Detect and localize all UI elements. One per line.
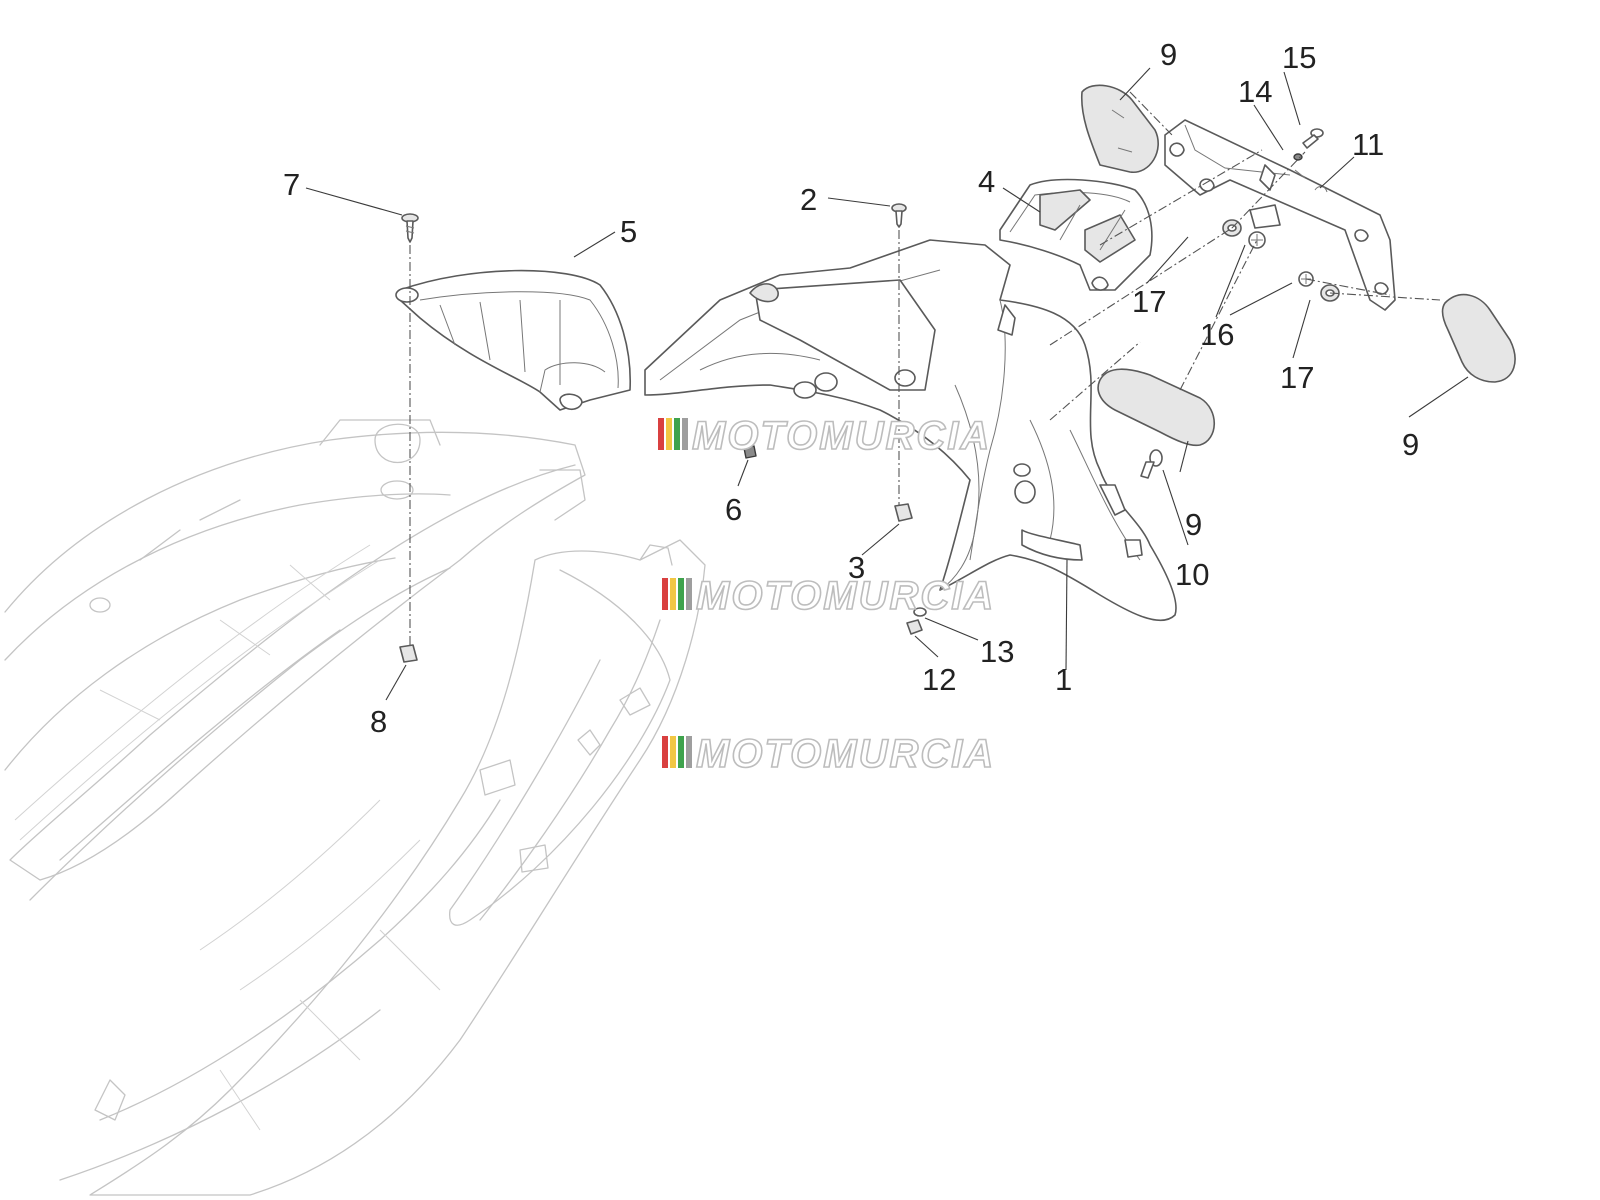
callout-9-lower: 9 xyxy=(1185,507,1202,542)
assembly-lines xyxy=(409,91,1441,645)
callout-7: 7 xyxy=(283,167,300,202)
callout-8: 8 xyxy=(370,704,387,739)
callout-11: 11 xyxy=(1352,127,1384,162)
part-16-nut-a xyxy=(1248,231,1266,249)
callout-17-right: 17 xyxy=(1280,360,1314,395)
callout-6: 6 xyxy=(725,492,742,527)
callout-12: 12 xyxy=(922,662,956,697)
part-5-rear-cover xyxy=(395,269,632,411)
callout-5: 5 xyxy=(620,214,637,249)
part-1-mudguard xyxy=(644,239,1177,621)
callout-9-right: 9 xyxy=(1402,427,1419,462)
leader-lines xyxy=(305,67,1469,701)
callout-2: 2 xyxy=(800,182,817,217)
part-9-reflector-top xyxy=(1080,84,1159,173)
part-4-reflector-housing xyxy=(999,178,1153,291)
callout-3: 3 xyxy=(848,550,865,585)
part-15-screw xyxy=(1302,128,1324,149)
callout-labels: 1 2 3 4 5 6 7 8 9 9 9 10 11 12 13 14 15 … xyxy=(283,37,1419,739)
part-8-clip-nut xyxy=(399,644,418,663)
part-14-washer xyxy=(1293,153,1303,161)
watermark-text: MOTOMURCIA xyxy=(692,414,991,458)
callout-15: 15 xyxy=(1282,40,1316,75)
part-10-bolt xyxy=(1140,449,1163,479)
callout-17-left: 17 xyxy=(1132,284,1166,319)
part-9-reflector-lower xyxy=(1097,368,1215,447)
watermark-text: MOTOMURCIA xyxy=(696,574,995,618)
callout-4: 4 xyxy=(978,164,995,199)
rear-body-ghost xyxy=(4,419,706,1196)
part-7-screw xyxy=(401,213,419,243)
callout-14: 14 xyxy=(1238,74,1272,109)
callout-10: 10 xyxy=(1175,557,1209,592)
callout-9-top: 9 xyxy=(1160,37,1177,72)
callout-1: 1 xyxy=(1055,662,1072,697)
watermark-top: MOTOMURCIA xyxy=(658,413,991,459)
part-2-screw xyxy=(891,203,907,228)
callout-16: 16 xyxy=(1200,317,1234,352)
watermark-bottom: MOTOMURCIA xyxy=(662,731,995,777)
part-9-reflector-right xyxy=(1441,293,1516,383)
watermark-middle: MOTOMURCIA xyxy=(662,573,995,619)
part-3-clip-nut xyxy=(894,503,913,522)
part-6-clip xyxy=(743,445,757,459)
watermark-text: MOTOMURCIA xyxy=(696,732,995,776)
part-11-plate-bracket xyxy=(1164,119,1396,311)
callout-13: 13 xyxy=(980,634,1014,669)
part-13-washer xyxy=(913,607,927,617)
part-12-nut xyxy=(906,619,923,635)
